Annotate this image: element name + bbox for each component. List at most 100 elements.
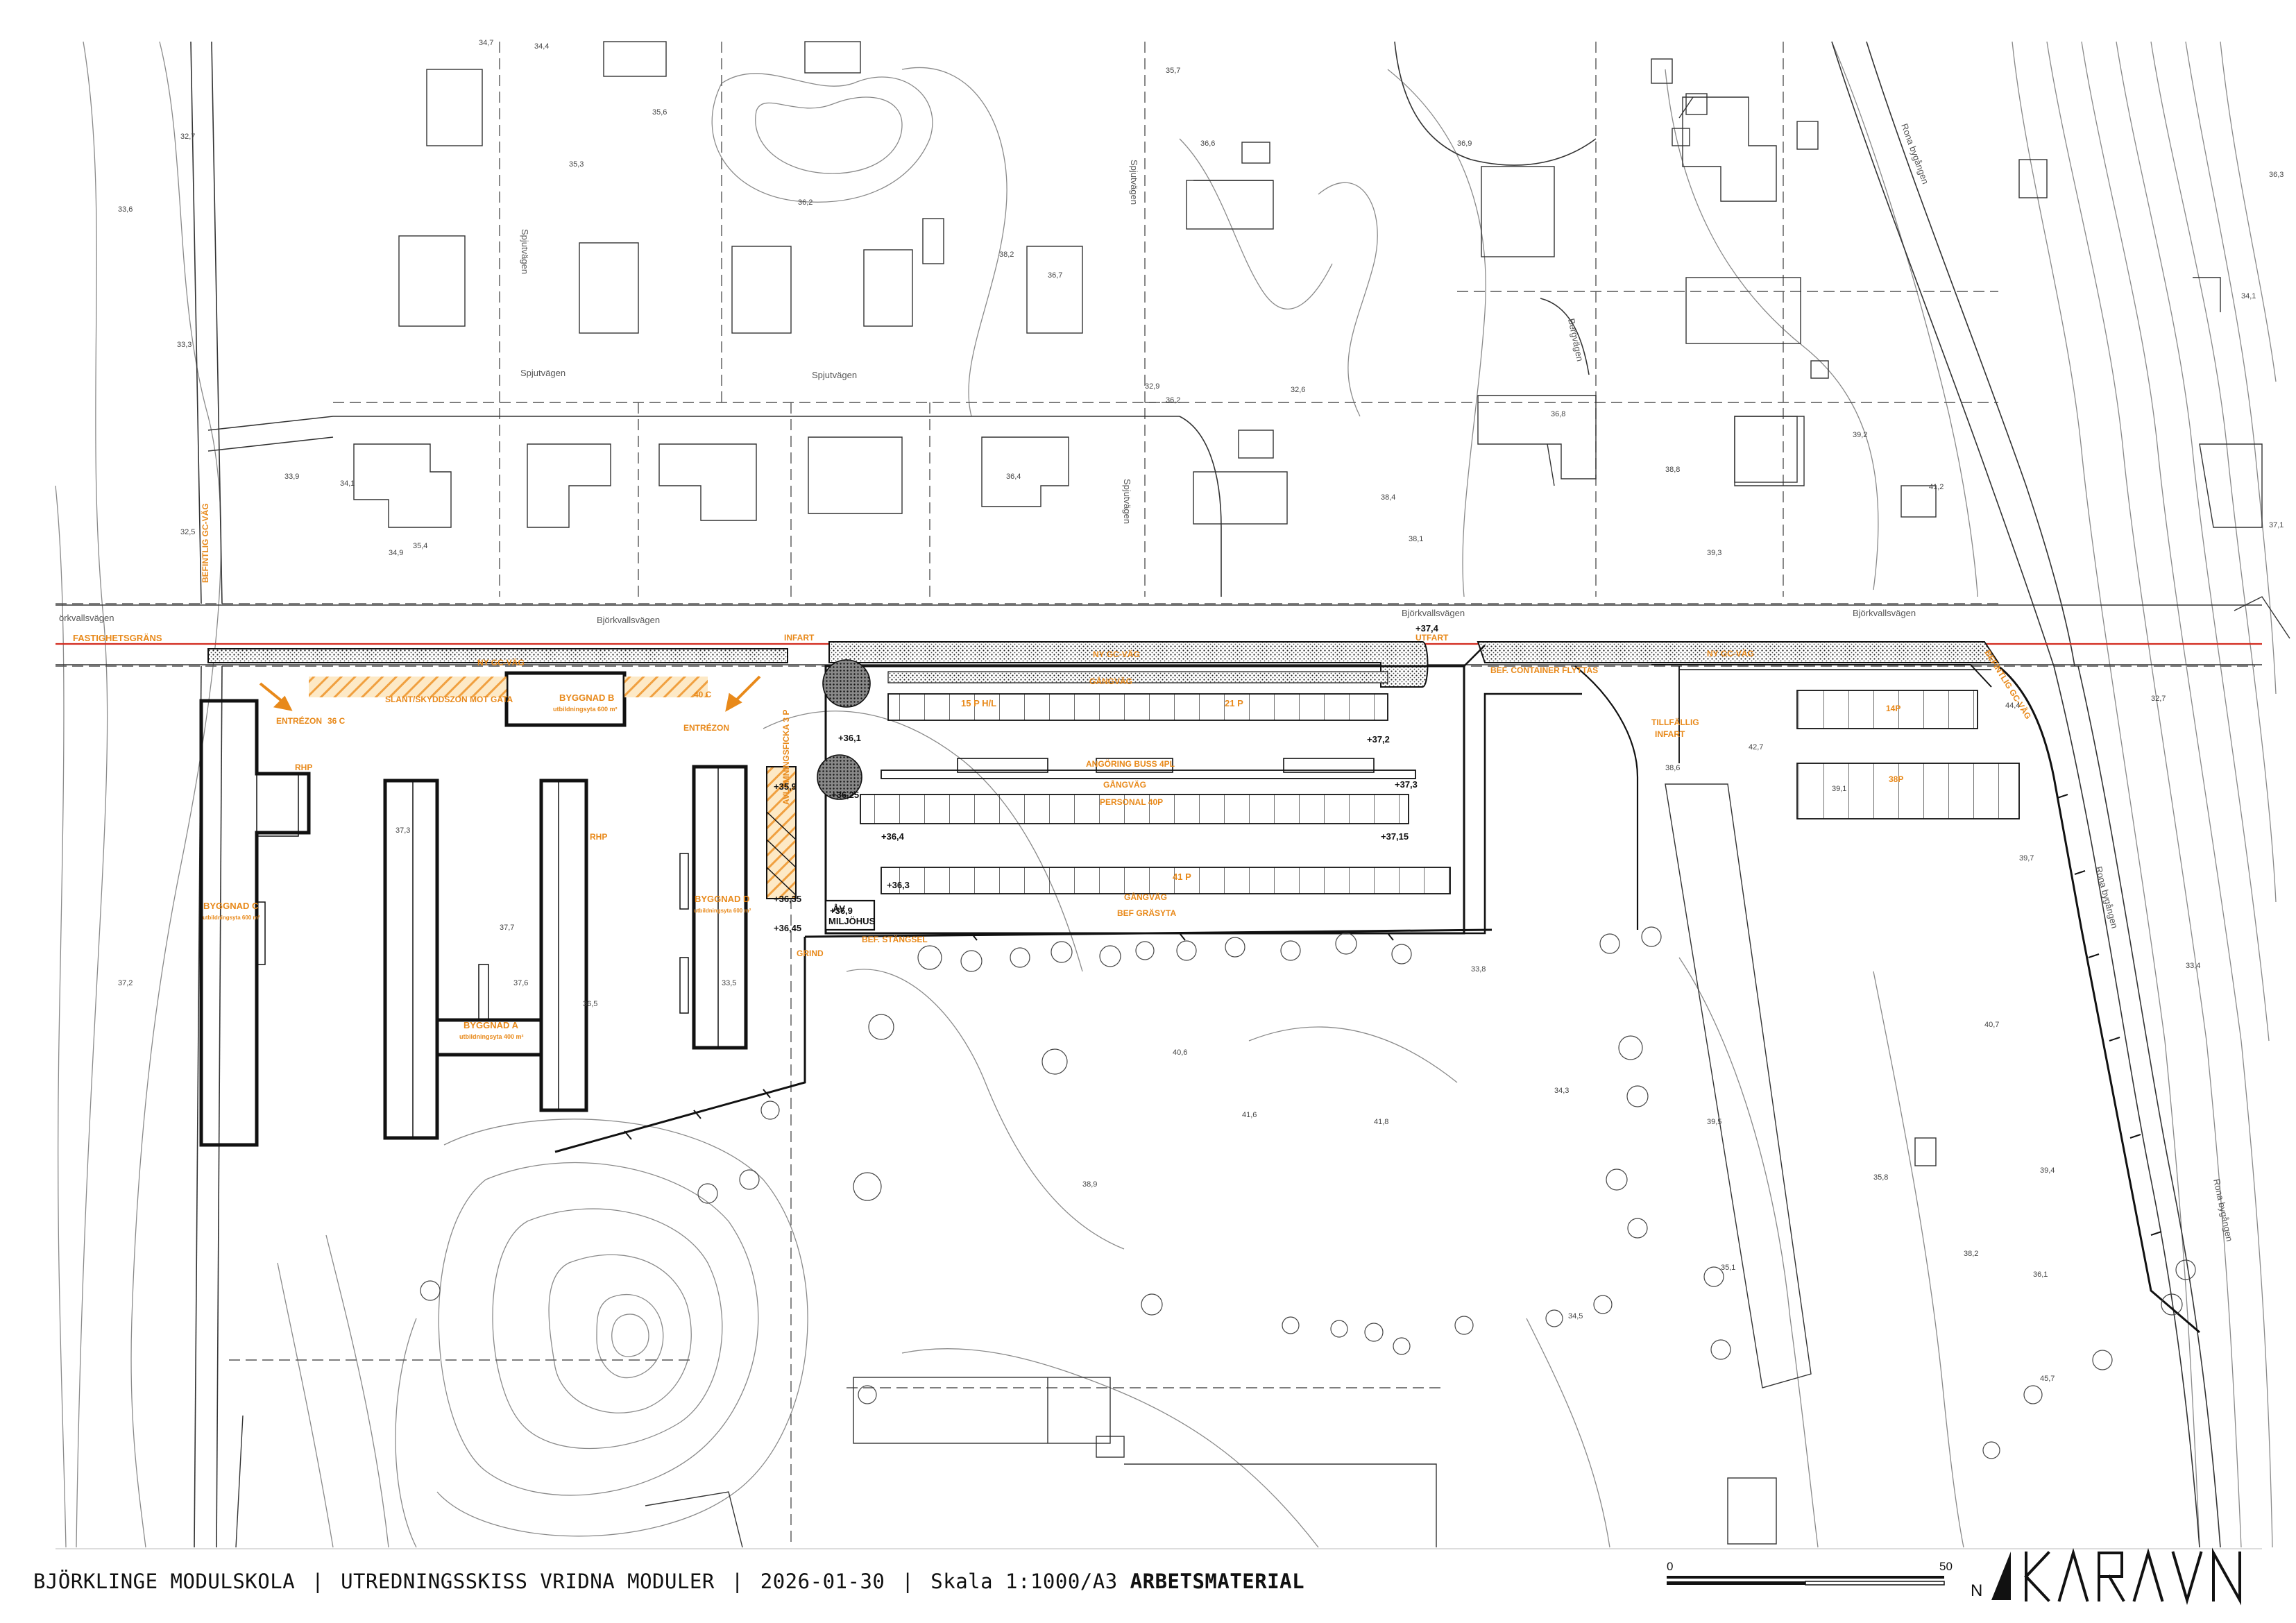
street-label: Björkvallsvägen xyxy=(1853,608,1916,618)
survey-height-label: 39,3 xyxy=(1707,549,1721,557)
miljohus-label: ÅV xyxy=(833,903,845,914)
cykel-label: 40 C xyxy=(694,690,712,699)
survey-height-label: 37,6 xyxy=(513,979,528,987)
scale-bar: 0 50 xyxy=(1667,1560,1953,1586)
survey-height-label: 36,5 xyxy=(583,1000,597,1008)
survey-height-label: 34,7 xyxy=(479,39,493,47)
street-label: Spjutvägen xyxy=(1129,160,1139,205)
miljohus xyxy=(824,899,876,931)
parking-label: 21 P xyxy=(1225,698,1243,708)
level-label: +36,1 xyxy=(838,733,861,743)
protection-zone-hatch xyxy=(309,677,507,697)
survey-height-label: 38,1 xyxy=(1409,535,1423,543)
level-label: +36,35 xyxy=(774,894,801,904)
survey-height-label: 38,2 xyxy=(1964,1250,1978,1258)
parking-label: 15 P H/L xyxy=(961,698,996,708)
slant-label: SLANT/SKYDDSZON MOT GATA xyxy=(385,695,513,704)
street-label: Rona bygången xyxy=(2093,865,2120,930)
street-label: Spjutvägen xyxy=(520,229,530,274)
annotations: BEFINTLIG GC-VÄG BEFINTLIG GC-VÄG NY GC-… xyxy=(200,503,2034,1040)
survey-height-label: 45,7 xyxy=(2040,1375,2055,1383)
title-separator: | xyxy=(731,1570,744,1593)
new-gc-path-west xyxy=(207,648,788,663)
survey-height-label: 38,8 xyxy=(1665,466,1680,474)
survey-height-label: 37,2 xyxy=(118,979,133,987)
byggnad-c-sub: utbildningsyta 600 m² xyxy=(203,915,260,921)
street-label: Björkvallsvägen xyxy=(597,615,660,625)
survey-height-label: 34,3 xyxy=(1554,1087,1569,1095)
bef-grasyta-label: BEF GRÄSYTA xyxy=(1117,908,1176,918)
survey-height-label: 36,2 xyxy=(1166,396,1180,405)
trees xyxy=(420,926,2196,1459)
survey-height-label: 35,6 xyxy=(652,108,667,117)
level-label: +35,9 xyxy=(774,781,797,792)
survey-height-label: 32,7 xyxy=(2151,695,2166,703)
level-label: +37,4 xyxy=(1415,623,1439,634)
survey-height-label: 41,2 xyxy=(1929,483,1944,491)
protection-zone-hatch-right xyxy=(624,677,708,697)
survey-height-label: 38,4 xyxy=(1381,493,1395,502)
level-label: +36,3 xyxy=(887,880,910,890)
street-label: Spjutvägen xyxy=(812,370,857,380)
survey-height-label: 39,5 xyxy=(1707,1118,1721,1126)
byggnad-c-label: BYGGNAD C xyxy=(203,901,259,911)
street-label: Björkvallsvägen xyxy=(1402,608,1465,618)
level-label: +36,25 xyxy=(831,790,859,800)
property-boundaries xyxy=(56,42,2255,1547)
survey-height-label: 34,5 xyxy=(1568,1312,1583,1320)
survey-height-label: 33,9 xyxy=(284,473,299,481)
parking-label: 41 P xyxy=(1173,872,1191,882)
byggnad-b-label: BYGGNAD B xyxy=(559,692,614,703)
byggnad-d-label: BYGGNAD D xyxy=(695,894,749,904)
bef-container-label: BEF. CONTAINER FLYTTAS xyxy=(1490,665,1598,675)
survey-height-label: 36,3 xyxy=(2269,171,2284,179)
survey-height-label: 32,7 xyxy=(180,133,195,141)
survey-height-label: 36,2 xyxy=(798,198,813,207)
level-label: +36,9 xyxy=(830,906,853,916)
survey-height-label: 34,1 xyxy=(340,479,355,488)
byggnad-b-sub: utbildningsyta 600 m² xyxy=(553,706,618,713)
scale-end: 50 xyxy=(1939,1560,1953,1573)
entrezon-label: ENTRÉZON xyxy=(683,722,729,733)
street-label: Rona bygången xyxy=(2211,1178,2235,1243)
ny-gc-vag-label: NY GC-VÄG xyxy=(1707,648,1754,658)
sheet-date: 2026-01-30 xyxy=(760,1570,885,1593)
level-label: +36,4 xyxy=(881,831,905,842)
survey-height-label: 35,3 xyxy=(569,160,584,169)
survey-height-label: 41,6 xyxy=(1242,1111,1257,1119)
byggnad-a-west xyxy=(383,779,439,1140)
survey-height-label: 37,7 xyxy=(500,924,514,932)
survey-height-label: 36,6 xyxy=(1200,139,1215,148)
scale-start: 0 xyxy=(1667,1560,1673,1573)
title-separator: | xyxy=(901,1570,915,1593)
fence-ticks xyxy=(624,794,2162,1236)
survey-height-label: 38,6 xyxy=(1665,764,1680,772)
survey-height-label: 35,7 xyxy=(1166,67,1180,75)
byggnad-a-sub: utbildningsyta 400 m² xyxy=(459,1033,524,1040)
survey-height-label: 35,8 xyxy=(1873,1173,1888,1182)
logo-block: N xyxy=(1971,1547,2241,1606)
contour-lines xyxy=(55,41,2277,1548)
survey-height-label: 33,3 xyxy=(177,341,192,349)
entrance-arrows xyxy=(259,675,761,712)
byggnad-d-sub: utbildningsyta 600 m² xyxy=(694,908,751,914)
survey-height-label: 33,5 xyxy=(722,979,736,987)
gangvag-label: GÅNGVÄG xyxy=(1089,676,1132,686)
survey-height-label: 36,4 xyxy=(1006,473,1021,481)
north-arrow-icon xyxy=(1991,1552,2011,1600)
gangvag-label: GÅNGVÄG xyxy=(1124,892,1167,902)
karavan-logo-icon xyxy=(2024,1547,2241,1606)
title-separator: | xyxy=(312,1570,325,1593)
sheet-scale: Skala 1:1000/A3 xyxy=(930,1570,1118,1593)
avlamning-label: AVLÄMNINGSFICKA 3 P xyxy=(781,710,791,805)
tillfallig-infart-label: INFART xyxy=(1655,729,1685,739)
byggnad-a-label: BYGGNAD A xyxy=(464,1020,519,1030)
parking-label: 14P xyxy=(1886,704,1900,713)
project-name: BJÖRKLINGE MODULSKOLA xyxy=(33,1570,296,1593)
survey-height-label: 33,8 xyxy=(1471,965,1486,974)
byggnad-d xyxy=(692,765,748,1050)
survey-height-label: 37,1 xyxy=(2269,521,2284,529)
drop-off-pocket xyxy=(766,766,797,899)
